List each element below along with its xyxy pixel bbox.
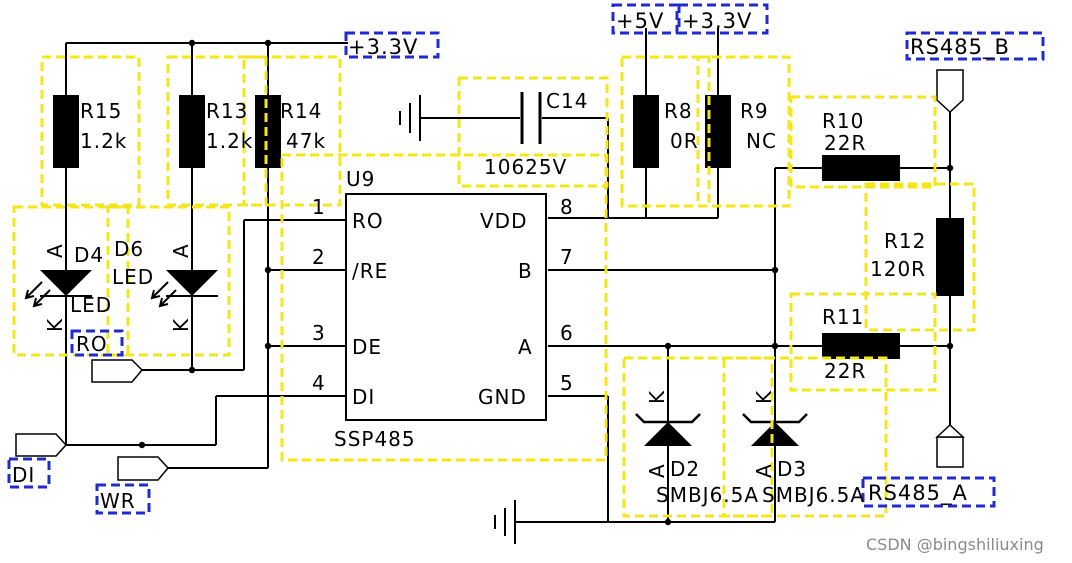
r11-body: [822, 333, 900, 359]
r9-value: NC: [746, 129, 777, 153]
r9-ref: R9: [740, 99, 769, 123]
pin3-name: DE: [352, 335, 382, 359]
d6-anode-label: A: [169, 243, 193, 258]
pin7-name: B: [518, 259, 533, 283]
d2-cathode-label: K: [645, 390, 669, 404]
d4-value: LED: [70, 293, 112, 317]
d3-anode-label: A: [752, 463, 776, 478]
vcc5-label: +5V: [616, 9, 664, 33]
d4-ref: D4: [74, 243, 104, 267]
r11-ref: R11: [822, 305, 864, 329]
pin1-number: 1: [312, 195, 326, 219]
pin1-name: RO: [352, 209, 384, 233]
ro-net-label: RO: [76, 332, 108, 356]
rs485b-label: RS485_B: [910, 35, 1010, 60]
r14-ref: R14: [280, 99, 322, 123]
r10-body: [822, 155, 900, 181]
rs485a-label: RS485_A: [868, 481, 968, 506]
pin8-name: VDD: [480, 209, 527, 233]
r13-value: 1.2k: [206, 129, 253, 153]
ground-symbol-bottom: [494, 500, 516, 544]
rs485b-port-icon: [936, 69, 964, 114]
yellow-annotation-boxes: [12, 55, 976, 518]
r15-ref: R15: [80, 99, 122, 123]
r12-ref: R12: [884, 229, 926, 253]
d6-value: LED: [112, 265, 154, 289]
vcc33-right-label: +3.3V: [682, 9, 752, 33]
d2-tvs-symbol: [635, 413, 701, 446]
u9-ref: U9: [346, 167, 375, 191]
r13-ref: R13: [206, 99, 248, 123]
r13-body: [179, 95, 205, 168]
d3-cathode-label: K: [752, 390, 776, 404]
pin8-number: 8: [560, 195, 574, 219]
watermark: CSDN @bingshiliuxing: [866, 535, 1044, 554]
rs485a-port-tip: [935, 423, 965, 438]
wires: [65, 28, 951, 523]
r15-body: [53, 95, 79, 168]
u9-ic-body: [345, 193, 547, 421]
r10-ref: R10: [822, 109, 864, 133]
d6-led-symbol: [150, 270, 218, 308]
d3-value: SMBJ6.5A: [762, 483, 865, 507]
d2-value: SMBJ6.5A: [656, 483, 759, 507]
d4-cathode-label: K: [43, 318, 67, 332]
di-net-label: DI: [12, 463, 35, 487]
d4-led-symbol: [24, 270, 92, 308]
pin2-name: /RE: [352, 259, 388, 283]
r14-body: [255, 95, 281, 168]
pin5-number: 5: [560, 371, 574, 395]
ro-port-icon: [91, 359, 144, 383]
blue-annotation-boxes: [7, 3, 1045, 515]
r11-value: 22R: [824, 359, 866, 383]
pin6-name: A: [518, 335, 533, 359]
pin3-number: 3: [312, 321, 326, 345]
wr-port-icon: [117, 456, 169, 481]
ground-symbol-cap: [399, 95, 421, 141]
d4-anode-label: A: [43, 243, 67, 258]
d6-ref: D6: [114, 237, 144, 261]
r8-value: 0R: [670, 129, 699, 153]
d6-cathode-label: K: [169, 318, 193, 332]
pin5-name: GND: [478, 385, 527, 409]
rs485a-port-icon: [936, 436, 964, 468]
u9-part: SSP485: [334, 427, 416, 451]
pin7-number: 7: [560, 245, 574, 269]
junction-dots: [138, 39, 954, 526]
r10-value: 22R: [824, 131, 866, 155]
c14-ref: C14: [546, 89, 588, 113]
r8-ref: R8: [664, 99, 693, 123]
r15-value: 1.2k: [80, 129, 127, 153]
vcc33-top-label: +3.3V: [348, 35, 418, 59]
d2-anode-label: A: [645, 463, 669, 478]
di-port-icon: [15, 433, 68, 457]
d2-ref: D2: [670, 457, 700, 481]
pin4-name: DI: [352, 385, 375, 409]
d3-ref: D3: [777, 457, 807, 481]
c14-value: 10625V: [484, 155, 567, 179]
r8-body: [633, 95, 659, 168]
pin6-number: 6: [560, 321, 574, 345]
d3-tvs-symbol: [742, 413, 808, 446]
pin4-number: 4: [312, 371, 326, 395]
c14-plates: [520, 92, 542, 144]
pin2-number: 2: [312, 245, 326, 269]
r12-body: [936, 218, 964, 296]
port-shapes: [15, 69, 965, 481]
r12-value: 120R: [870, 257, 926, 281]
r14-value: 47k: [286, 129, 326, 153]
wr-net-label: WR: [100, 489, 136, 513]
